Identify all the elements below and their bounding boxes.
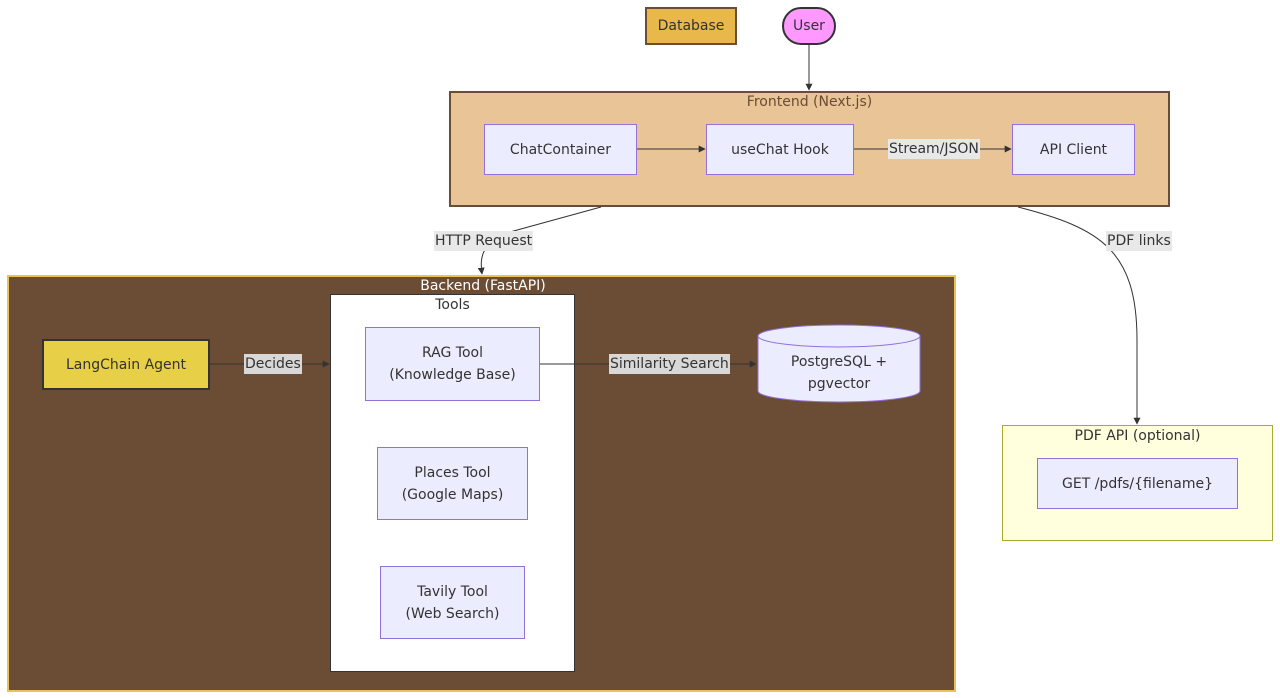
api-client-node[interactable]: API Client (1012, 124, 1135, 175)
pdf-endpoint-node[interactable]: GET /pdfs/{filename} (1037, 458, 1238, 509)
edge-label-similarity-search: Similarity Search (609, 354, 730, 374)
use-chat-hook-node[interactable]: useChat Hook (706, 124, 854, 175)
edge-label-stream-json: Stream/JSON (888, 139, 980, 159)
chat-container-node[interactable]: ChatContainer (484, 124, 637, 175)
database-node[interactable]: PostgreSQL + pgvector (758, 350, 920, 396)
tavily-tool-title: Tavily Tool (417, 583, 488, 600)
tavily-tool-subtitle: (Web Search) (405, 605, 500, 622)
pdf-endpoint-label: GET /pdfs/{filename} (1062, 475, 1213, 492)
pdf-api-cluster-title: PDF API (optional) (1074, 428, 1201, 444)
use-chat-hook-label: useChat Hook (731, 141, 829, 158)
rag-tool-title: RAG Tool (422, 345, 483, 361)
places-tool-title: Places Tool (414, 464, 491, 481)
tavily-tool-node[interactable]: Tavily Tool (Web Search) (380, 566, 525, 639)
langchain-agent-label: LangChain Agent (65, 356, 187, 373)
places-tool-subtitle: (Google Maps) (401, 486, 504, 503)
tools-cluster-title: Tools (435, 297, 470, 313)
backend-cluster-title: Backend (FastAPI) (420, 278, 546, 294)
edge-label-decides: Decides (244, 354, 302, 374)
langchain-agent-node[interactable]: LangChain Agent (42, 339, 210, 390)
frontend-cluster-title: Frontend (Next.js) (746, 94, 873, 110)
chat-container-label: ChatContainer (509, 141, 612, 158)
places-tool-node[interactable]: Places Tool (Google Maps) (377, 447, 528, 520)
legend-database-label: Database (657, 18, 725, 34)
api-client-label: API Client (1039, 141, 1108, 158)
database-node-label: PostgreSQL + pgvector (790, 354, 888, 392)
rag-tool-subtitle: (Knowledge Base) (389, 367, 516, 383)
edge-label-pdf-links: PDF links (1106, 231, 1172, 251)
edge-label-http-request: HTTP Request (434, 231, 534, 251)
rag-tool-node[interactable]: RAG Tool (Knowledge Base) (365, 327, 540, 401)
legend-database: Database (645, 7, 737, 45)
user-node[interactable]: User (782, 7, 836, 45)
user-node-label: User (793, 18, 825, 34)
